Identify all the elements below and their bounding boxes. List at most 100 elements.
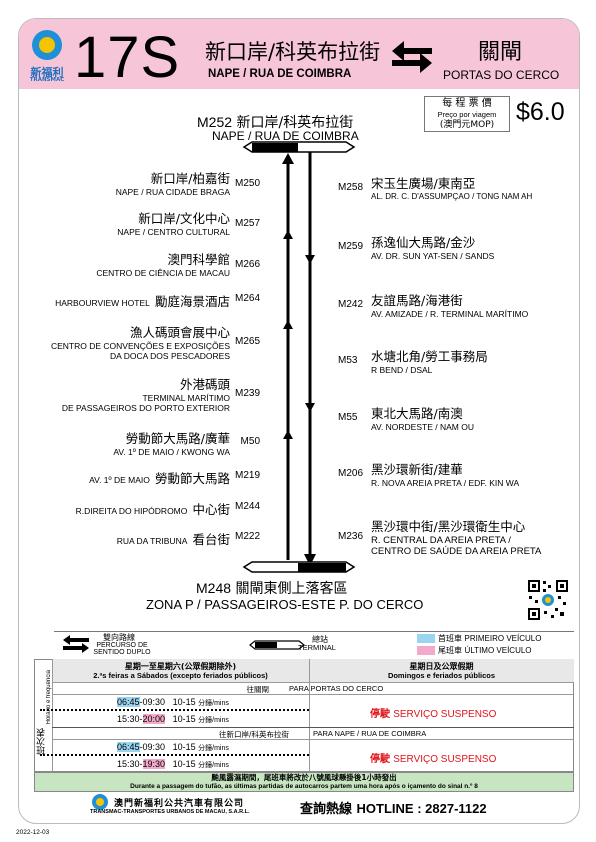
stop-en-2: DE PASSAGEIROS DO PORTO EXTERIOR	[61, 403, 230, 413]
stop-en: R. NOVA AREIA PRETA / EDF. KIN WA	[371, 478, 520, 488]
legend-terminal-cn: 總站	[312, 635, 328, 644]
stop-code: M239	[234, 388, 260, 399]
suspended-cn: 停駛	[370, 754, 390, 765]
schedule-header	[52, 659, 574, 682]
terminal-bottom-en: ZONA P / PASSAGEIROS-ESTE P. DO CERCO	[146, 597, 424, 612]
stop-en: AV. 1º DE MAIO	[89, 475, 150, 485]
stop-en: AV. DR. SUN YAT-SEN / SANDS	[371, 251, 495, 261]
first-bus-time: 06:45	[117, 697, 140, 707]
print-date: 2022-12-03	[16, 829, 50, 836]
terminal-top-code: M252	[197, 114, 233, 130]
stop-cn: 外港碼頭	[179, 377, 230, 392]
stop-M222: RUA DA TRIBUNA 看台街 M222	[30, 529, 260, 548]
stop-code: M219	[234, 470, 260, 481]
footer-logo-sun-icon	[96, 798, 104, 806]
brand-name-cn: 新福利	[30, 66, 64, 79]
stop-M257: 新口岸/文化中心 NAPE / CENTRO CULTURAL M257	[30, 208, 260, 237]
last-bus-time: 20:00	[142, 714, 166, 724]
route-diagram	[242, 141, 356, 573]
fare-currency: (澳門元MOP)	[439, 120, 495, 130]
company-en: TRANSMAC-TRANSPORTES URBANOS DE MACAU, S…	[90, 809, 250, 815]
stop-en: CENTRO DE CIÊNCIA DE MACAU	[96, 268, 230, 278]
route-origin-en: NAPE / RUA DE COIMBRA	[208, 68, 352, 80]
schedule-side-label: 班次表 Horário e frequência	[30, 668, 58, 768]
dir2-row2: 15:30-19:30 10-15 分鐘/mins	[117, 759, 229, 770]
stop-M266: 澳門科學館 CENTRO DE CIÊNCIA DE MACAU M266	[30, 249, 260, 278]
stop-en: HARBOURVIEW HOTEL	[55, 298, 150, 308]
stop-cn: 勞動節大馬路/廣華	[125, 431, 230, 446]
frequency-unit: 分鐘/mins	[198, 717, 229, 724]
frequency-unit: 分鐘/mins	[198, 700, 229, 707]
stop-cn: 中心街	[192, 502, 230, 517]
time-end: -09:30	[139, 742, 166, 752]
stop-en: NAPE / CENTRO CULTURAL	[117, 227, 230, 237]
dir1-row2: 15:30-20:00 10-15 分鐘/mins	[117, 714, 229, 725]
legend-terminal-en: TERMINAL	[298, 643, 336, 652]
hotline: 查詢熱線 HOTLINE : 2827-1122	[300, 798, 487, 817]
stop-code: M236	[338, 531, 364, 542]
time-start: 15:30-	[117, 759, 143, 769]
stop-code: M50	[240, 436, 260, 447]
stop-cn: 勞動節大馬路	[154, 471, 230, 486]
fare-label-cn: 每 程 票 價	[442, 98, 492, 109]
stop-M236: M236 黑沙環中街/黑沙環衛生中心 R. CENTRAL DA AREIA P…	[338, 516, 578, 557]
route-number: 17S	[74, 25, 181, 90]
terminal-top-title: M252 新口岸/科英布拉街	[197, 112, 353, 132]
hotline-text: HOTLINE : 2827-1122	[356, 801, 487, 816]
stop-en: R. CENTRAL DA AREIA PRETA /	[371, 535, 511, 546]
stop-M239: 外港碼頭 TERMINAL MARÍTIMO DE PASSAGEIROS DO…	[30, 374, 260, 413]
stop-cn: 宋玉生廣場/東南亞	[371, 176, 476, 191]
route-dest-en: PORTAS DO CERCO	[443, 68, 560, 82]
typhoon-notice: 颱風露濕期間，尾班車將改於八號風球懸掛後1小時發出 Durante a pass…	[34, 772, 574, 792]
stop-code: M258	[338, 182, 364, 193]
stop-en: RUA DA TRIBUNA	[116, 536, 188, 546]
stop-cn: 水塘北角/勞工事務局	[371, 349, 488, 364]
stop-cn: 勵庭海景酒店	[154, 294, 230, 309]
frequency-unit: 分鐘/mins	[198, 745, 229, 752]
stop-M259: M259 孫逸仙大馬路/金沙 AV. DR. SUN YAT-SEN / SAN…	[338, 232, 578, 261]
terminal-top-cn: 新口岸/科英布拉街	[236, 115, 354, 131]
hotline-label-cn: 查詢熱線	[300, 802, 353, 817]
weekday-header-pt: 2.ªs feiras a Sábados (excepto feriados …	[93, 671, 268, 680]
logo-sun-icon	[39, 37, 55, 53]
legend-first-cn: 首班車	[438, 634, 462, 643]
legend-two-way-arrows-icon	[63, 635, 89, 653]
dir2-cn: 往新口岸/科英布拉街	[218, 730, 289, 739]
legend-last-cn: 尾班車	[438, 646, 462, 655]
suspended-cn: 停駛	[370, 709, 390, 720]
stop-en: AV. AMIZADE / R. TERMINAL MARÍTIMO	[371, 309, 529, 319]
stop-cn: 新口岸/文化中心	[138, 211, 230, 226]
legend-first-swatch	[417, 634, 435, 643]
stop-M244: R.DIREITA DO HIPÓDROMO 中心街 M244	[30, 499, 260, 518]
terminal-bottom-code: M248	[196, 580, 232, 596]
dir1-suspended: 停駛 SERVIÇO SUSPENSO	[370, 705, 496, 720]
stop-cn: 孫逸仙大馬路/金沙	[371, 235, 476, 250]
frequency: 10-15	[172, 697, 196, 707]
stop-code: M244	[234, 501, 260, 512]
fare-box: 每 程 票 價 Preço por viagem (澳門元MOP)	[424, 96, 510, 132]
stop-cn: 東北大馬路/南澳	[371, 406, 463, 421]
dir1-pt: PARA PORTAS DO CERCO	[289, 684, 384, 693]
stop-cn: 黑沙環新街/建華	[371, 462, 463, 477]
suspended-pt: SERVIÇO SUSPENSO	[393, 754, 497, 765]
stop-code: M250	[234, 178, 260, 189]
legend-first: 首班車 PRIMEIRO VEÍCULO	[438, 633, 541, 644]
terminal-bottom-cn: 關閘東側上落客區	[235, 581, 348, 597]
route-dest-cn: 關閘	[478, 40, 523, 65]
stop-code: M53	[338, 355, 358, 366]
stop-cn: 友誼馬路/海港街	[371, 293, 463, 308]
stop-cn: 看台街	[192, 532, 230, 547]
legend-first-en: PRIMEIRO VEÍCULO	[464, 634, 542, 643]
legend-last-swatch	[417, 646, 435, 655]
stop-cn: 漁人碼頭會展中心	[129, 325, 230, 340]
stop-M206: M206 黑沙環新街/建華 R. NOVA AREIA PRETA / EDF.…	[338, 459, 578, 488]
stop-M55: M55 東北大馬路/南澳 AV. NORDESTE / NAM OU	[338, 403, 578, 432]
stop-cn: 新口岸/柏嘉街	[150, 171, 230, 186]
time-end: -09:30	[139, 697, 166, 707]
typhoon-notice-pt: Durante a passagem do tufão, as últimas …	[130, 783, 478, 790]
page-frame	[18, 18, 580, 824]
stop-code: M55	[338, 412, 358, 423]
stop-en-2: CENTRO DE SAÚDE DA AREIA PRETA	[371, 546, 542, 557]
first-bus-time: 06:45	[117, 742, 140, 752]
stop-en: NAPE / RUA CIDADE BRAGA	[115, 187, 230, 197]
